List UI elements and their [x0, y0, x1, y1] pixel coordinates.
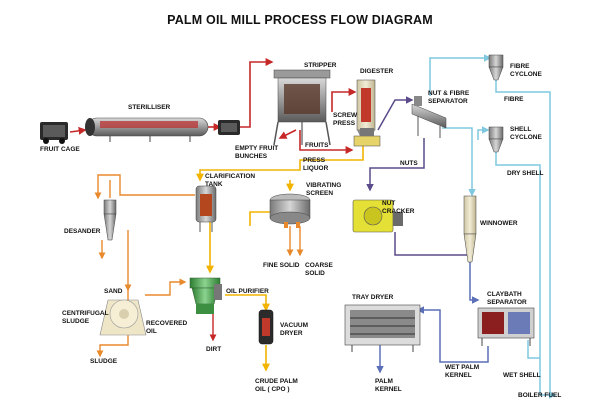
label-digester: DIGESTER	[360, 68, 394, 75]
label-steriliser: STERILLISER	[128, 104, 171, 111]
label-centrifugal-sludge: CENTRIFUGAL SLUDGE	[62, 310, 109, 325]
label-shell-cyclone-line1: SHELL	[510, 126, 532, 133]
label-palm-kernel: PALM KERNEL	[375, 378, 402, 393]
label-boiler-fuel: BOILER FUEL	[518, 392, 562, 399]
label-crude-palm-oil-line1: CRUDE PALM	[255, 378, 298, 385]
claybath-separator-icon	[477, 307, 535, 346]
shell-cyclone-icon	[488, 126, 504, 153]
label-shell-cyclone: SHELL CYCLONE	[510, 126, 542, 141]
label-screw-press: SCREW PRESS	[333, 112, 357, 127]
label-winnower: WINNOWER	[480, 220, 518, 227]
label-oil-purifier: OIL PURIFIER	[226, 288, 269, 295]
label-clarification-tank: CLARIFICATION TANK	[205, 173, 255, 188]
label-empty-fruit-bunches: EMPTY FRUIT BUNCHES	[235, 145, 278, 160]
label-tray-dryer: TRAY DRYER	[352, 294, 394, 301]
nut-cracker-icon	[352, 199, 403, 233]
vacuum-dryer-icon	[258, 309, 274, 345]
label-recovered-oil-line2: OIL	[146, 327, 157, 335]
label-nut-fibre-separator-line2: SEPARATOR	[428, 97, 468, 105]
label-fruits: FRUITS	[305, 142, 329, 149]
label-coarse-solid-line2: SOLID	[305, 269, 325, 277]
label-empty-fruit-bunches-line1: EMPTY FRUIT	[235, 145, 279, 152]
label-dry-shell: DRY SHELL	[507, 170, 544, 177]
label-crude-palm-oil: CRUDE PALM OIL ( CPO )	[255, 378, 298, 393]
oil-purifier-icon	[189, 277, 222, 314]
kernel-flow-lines	[376, 262, 489, 374]
label-fibre: FIBRE	[504, 96, 524, 103]
nut-fibre-separator-icon	[411, 96, 447, 138]
desander-icon	[103, 199, 117, 241]
label-fibre-cyclone: FIBRE CYCLONE	[510, 63, 542, 78]
fruit-cage-2-icon	[218, 120, 240, 135]
label-clarification-tank-line1: CLARIFICATION	[205, 173, 256, 180]
label-press-liquor-line1: PRESS	[303, 157, 326, 164]
diagram-title: PALM OIL MILL PROCESS FLOW DIAGRAM	[167, 13, 433, 27]
label-wet-palm-kernel-line1: WET PALM	[445, 364, 480, 371]
label-wet-palm-kernel-line2: KERNEL	[445, 371, 472, 379]
screw-press-icon	[353, 128, 381, 147]
label-press-liquor-line2: LIQUOR	[303, 164, 329, 172]
steriliser-icon	[85, 117, 209, 142]
label-screw-press-line2: PRESS	[333, 119, 356, 127]
stripper-icon	[273, 69, 331, 146]
label-stripper: STRIPPER	[304, 62, 337, 69]
label-palm-kernel-line1: PALM	[375, 378, 393, 385]
bunch-flow-lines	[69, 58, 357, 154]
label-press-liquor: PRESS LIQUOR	[303, 157, 328, 172]
label-coarse-solid: COARSE SOLID	[305, 262, 333, 277]
label-vacuum-dryer-line2: DRYER	[280, 329, 303, 337]
fruit-cage-icon	[40, 122, 68, 144]
label-nut-cracker-line1: NUT	[382, 200, 396, 207]
label-nut-cracker-line2: CRACKER	[382, 207, 415, 215]
label-centrifugal-sludge-line2: SLUDGE	[62, 317, 90, 325]
label-claybath-separator-line2: SEPARATOR	[487, 298, 527, 306]
label-sludge: SLUDGE	[90, 358, 118, 365]
winnower-icon	[463, 195, 477, 263]
label-desander: DESANDER	[64, 228, 101, 235]
vibrating-screen-icon	[269, 193, 311, 228]
label-sand: SAND	[104, 288, 123, 295]
label-recovered-oil: RECOVERED OIL	[146, 320, 187, 335]
label-screw-press-line1: SCREW	[333, 112, 358, 119]
label-recovered-oil-line1: RECOVERED	[146, 320, 188, 327]
label-nut-fibre-separator-line1: NUT & FIBRE	[428, 90, 470, 97]
label-vibrating-screen: VIBRATING SCREEN	[306, 182, 341, 197]
label-nut-cracker: NUT CRACKER	[382, 200, 415, 215]
label-dirt: DIRT	[206, 346, 222, 353]
label-wet-palm-kernel: WET PALM KERNEL	[445, 364, 479, 379]
tray-dryer-icon	[344, 304, 421, 352]
fibre-shell-flow-lines	[429, 54, 557, 399]
label-wet-shell: WET SHELL	[503, 372, 541, 379]
label-crude-palm-oil-line2: OIL ( CPO )	[255, 385, 290, 393]
label-vibrating-screen-line2: SCREEN	[306, 189, 334, 197]
label-clarification-tank-line2: TANK	[205, 180, 223, 188]
fibre-cyclone-icon	[488, 54, 504, 81]
label-vacuum-dryer: VACUUM DRYER	[280, 322, 308, 337]
label-coarse-solid-line1: COARSE	[305, 262, 333, 269]
label-nuts: NUTS	[400, 160, 418, 167]
label-shell-cyclone-line2: CYCLONE	[510, 133, 542, 141]
label-fibre-cyclone-line1: FIBRE	[510, 63, 530, 70]
label-vibrating-screen-line1: VIBRATING	[306, 182, 342, 189]
label-nut-fibre-separator: NUT & FIBRE SEPARATOR	[428, 90, 469, 105]
label-claybath-separator-line1: CLAYBATH	[487, 291, 522, 298]
label-centrifugal-sludge-line1: CENTRIFUGAL	[62, 310, 109, 317]
label-empty-fruit-bunches-line2: BUNCHES	[235, 152, 268, 160]
label-fine-solid: FINE SOLID	[263, 262, 300, 269]
label-fruit-cage: FRUIT CAGE	[40, 146, 80, 153]
clarification-tank-icon	[195, 185, 217, 232]
label-palm-kernel-line2: KERNEL	[375, 385, 402, 393]
label-fibre-cyclone-line2: CYCLONE	[510, 70, 542, 78]
centrifugal-sludge-icon	[99, 299, 147, 336]
label-claybath-separator: CLAYBATH SEPARATOR	[487, 291, 527, 306]
label-vacuum-dryer-line1: VACUUM	[280, 322, 309, 329]
